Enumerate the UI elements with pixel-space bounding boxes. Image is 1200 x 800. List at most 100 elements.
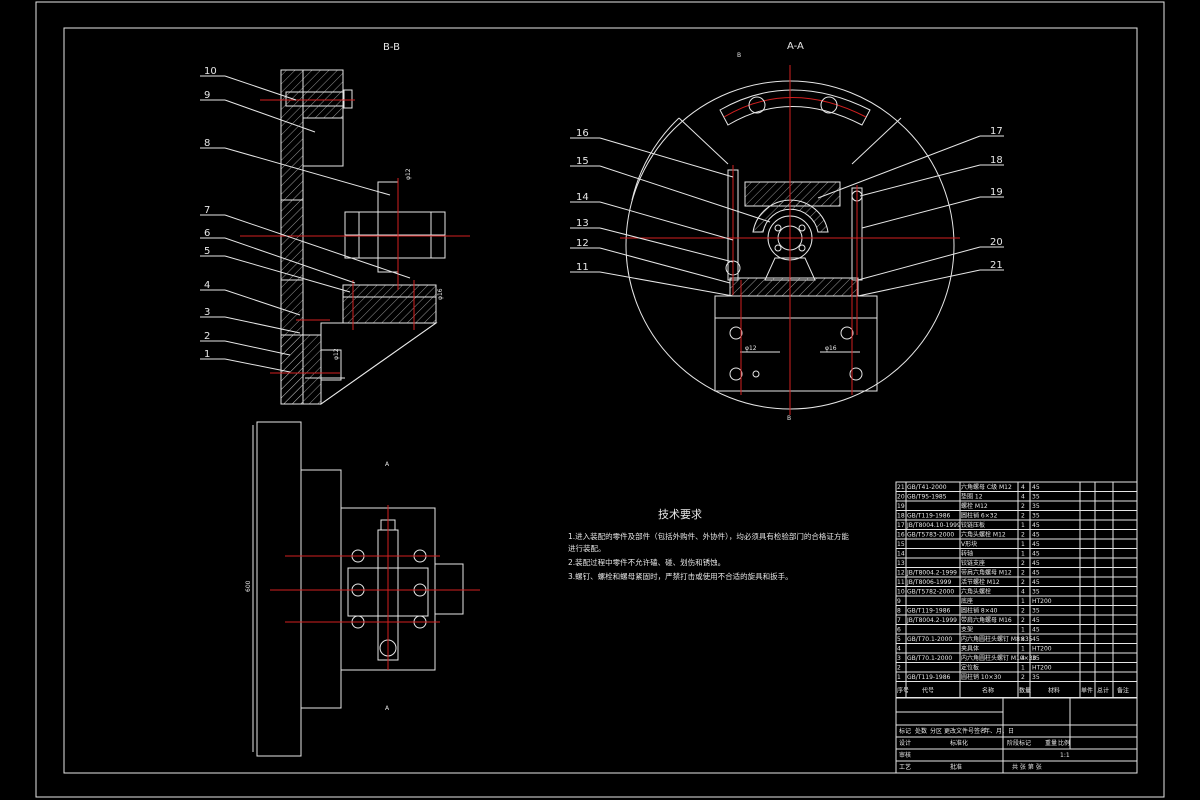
tech-requirements-title: 技术要求 — [658, 508, 702, 521]
bom-cell: 夹具体 — [961, 645, 979, 653]
part-label-14: 14 — [576, 192, 589, 203]
tb-standardize: 标准化 — [950, 739, 968, 747]
bom-cell: 35 — [1032, 494, 1040, 501]
tb-date: 年、月、日 — [984, 727, 1014, 735]
bom-header-cell: 备注 — [1117, 687, 1129, 695]
bom-cell: 4 — [897, 646, 901, 653]
bom-cell: 2 — [1021, 570, 1025, 577]
bom-cell: 15 — [897, 541, 905, 548]
leader-labels-aa-right: 17 18 19 20 21 — [817, 126, 1004, 297]
bom-cell: 带肩六角螺母 M16 — [961, 616, 1012, 624]
bom-cell: 8 — [1021, 636, 1025, 643]
bom-cell: 1 — [1021, 627, 1025, 634]
bom-cell: 12 — [897, 570, 905, 577]
bom-cell: 35 — [1032, 513, 1040, 520]
bom-cell: 45 — [1032, 551, 1040, 558]
tb-count: 处数 — [915, 727, 927, 735]
bom-cell: 2 — [1021, 532, 1025, 539]
part-label-13: 13 — [576, 218, 589, 229]
tb-sheets: 共 张 第 张 — [1012, 763, 1042, 771]
bom-cell: 19 — [897, 503, 905, 510]
bom-cell: HT200 — [1032, 598, 1052, 605]
tb-sign: 签名 — [974, 727, 986, 735]
svg-text:φ16: φ16 — [437, 288, 444, 300]
bom-cell: 6 — [897, 627, 901, 634]
bom-header-cell: 单件 — [1081, 687, 1093, 695]
technical-requirements: 技术要求 1.进入装配的零件及部件（包括外购件、外协件），均必须具有检验部门的合… — [568, 508, 849, 581]
bom-cell: GB/T119-1986 — [907, 674, 951, 681]
leader-labels-aa-left: 16 15 14 13 12 11 — [570, 128, 771, 297]
plan-view: 600 A A — [245, 421, 480, 757]
part-label-7: 7 — [204, 205, 210, 216]
svg-text:600: 600 — [245, 580, 252, 592]
bom-cell: 7 — [897, 617, 901, 624]
bom-header-cell: 数量 — [1019, 687, 1031, 695]
bom-cell: 2 — [1021, 513, 1025, 520]
bom-cell: 1 — [897, 674, 901, 681]
leader-labels-bb: 10 9 8 7 6 5 4 3 2 1 — [200, 66, 411, 373]
bom-cell: 35 — [1032, 503, 1040, 510]
bom-cell: HT200 — [1032, 665, 1052, 672]
bom-cell: 17 — [897, 522, 905, 529]
section-bb-label: B-B — [383, 42, 400, 53]
bom-cell: 2 — [1021, 608, 1025, 615]
bom-cell: GB/T5783-2000 — [907, 532, 954, 539]
bom-cell: 35 — [1032, 674, 1040, 681]
bom-cell: 45 — [1032, 570, 1040, 577]
bom-cell: 45 — [1032, 484, 1040, 491]
tech-line-2: 进行装配。 — [568, 543, 606, 553]
bom-cell: 1 — [1021, 522, 1025, 529]
svg-text:A: A — [385, 461, 390, 468]
tb-scale-value: 1:1 — [1060, 752, 1070, 759]
title-block: 标记 处数 分区 更改文件号 签名 年、月、日 设计 标准化 阶段标记 重量 比… — [895, 697, 1138, 774]
bom-cell: 1 — [1021, 646, 1025, 653]
tb-scale: 比例 — [1058, 739, 1070, 747]
svg-text:φ12: φ12 — [745, 345, 757, 352]
tb-approve: 批准 — [950, 763, 962, 771]
svg-text:φ12: φ12 — [333, 348, 340, 360]
bom-cell: 内六角圆柱头螺钉 M10×30 — [961, 654, 1037, 662]
bom-cell: 1 — [1021, 598, 1025, 605]
bom-cell: JB/T8004.2-1999 — [906, 570, 957, 577]
bom-cell: 2 — [1021, 674, 1025, 681]
bom-cell: 六角螺母 C级 M12 — [961, 483, 1012, 491]
bom-cell: 六角头螺栓 — [961, 588, 991, 596]
bom-cell: 1 — [1021, 551, 1025, 558]
part-label-21: 21 — [990, 260, 1003, 271]
bom-cell: 45 — [1032, 636, 1040, 643]
bom-cell: 圆柱销 6×32 — [961, 512, 998, 520]
bom-cell: 底座 — [961, 597, 973, 605]
part-label-11: 11 — [576, 262, 589, 273]
part-label-17: 17 — [990, 126, 1003, 137]
part-label-4: 4 — [204, 280, 210, 291]
bom-cell: 35 — [1032, 655, 1040, 662]
bom-cell: GB/T119-1986 — [907, 608, 951, 615]
bom-header-cell: 名称 — [982, 687, 994, 695]
bom-cell: 45 — [1032, 579, 1040, 586]
tb-stage-mark: 阶段标记 — [1007, 739, 1031, 747]
bom-cell: 11 — [897, 579, 905, 586]
bom-cell: 4 — [1021, 494, 1025, 501]
part-label-2: 2 — [204, 331, 210, 342]
svg-text:φ12: φ12 — [405, 168, 412, 180]
bom-cell: 35 — [1032, 608, 1040, 615]
bom-cell: JB/T8004.10-1999 — [906, 522, 961, 529]
bom-cell: 45 — [1032, 522, 1040, 529]
bom-cell: 2 — [1021, 503, 1025, 510]
section-bb-view: B-B φ12 φ16 φ12 — [200, 42, 470, 405]
part-label-12: 12 — [576, 238, 589, 249]
part-label-16: 16 — [576, 128, 589, 139]
part-label-8: 8 — [204, 138, 210, 149]
tech-line-3: 2.装配过程中零件不允许磕、碰、划伤和锈蚀。 — [568, 557, 725, 567]
part-label-9: 9 — [204, 90, 210, 101]
bom-cell: 3 — [897, 655, 901, 662]
bom-cell: 8 — [897, 608, 901, 615]
tb-process: 工艺 — [899, 763, 911, 771]
bom-cell: 45 — [1032, 560, 1040, 567]
bom-cell: GB/T95-1985 — [907, 494, 947, 501]
bom-cell: 21 — [897, 484, 905, 491]
bom-cell: 支架 — [961, 626, 973, 634]
tb-change-doc: 更改文件号 — [944, 727, 974, 735]
